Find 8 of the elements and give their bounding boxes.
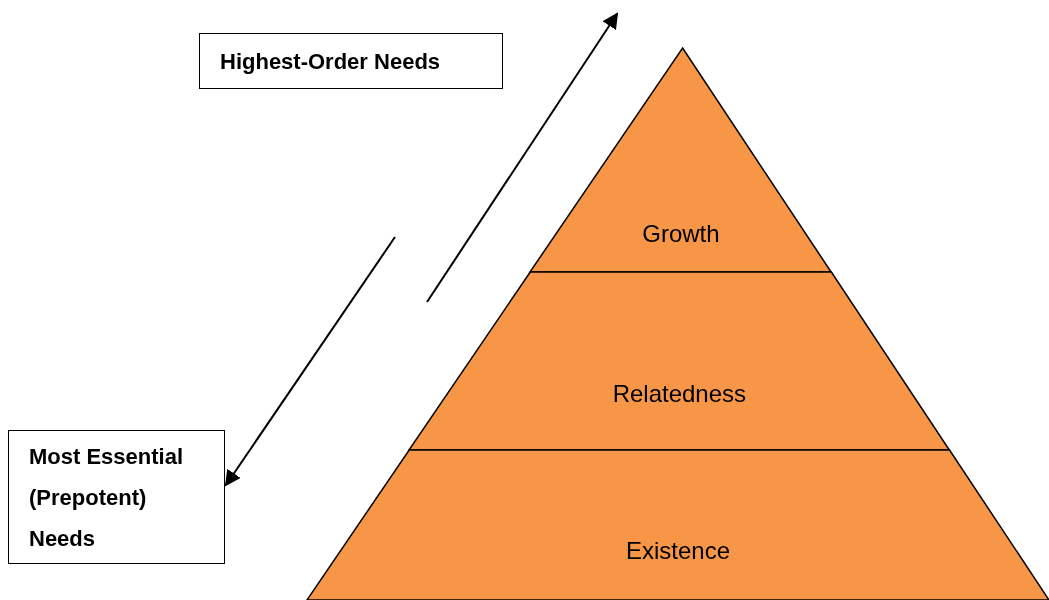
text-box: [8, 430, 225, 564]
box-label: Most Essential (Prepotent) Needs: [29, 442, 185, 553]
text-box: [199, 33, 503, 89]
band-label: Existence: [625, 536, 731, 566]
band-label: Growth: [642, 219, 720, 249]
band-label: Relatedness: [612, 379, 747, 409]
box-label: Highest-Order Needs: [220, 47, 442, 76]
arrow: [224, 236, 396, 487]
